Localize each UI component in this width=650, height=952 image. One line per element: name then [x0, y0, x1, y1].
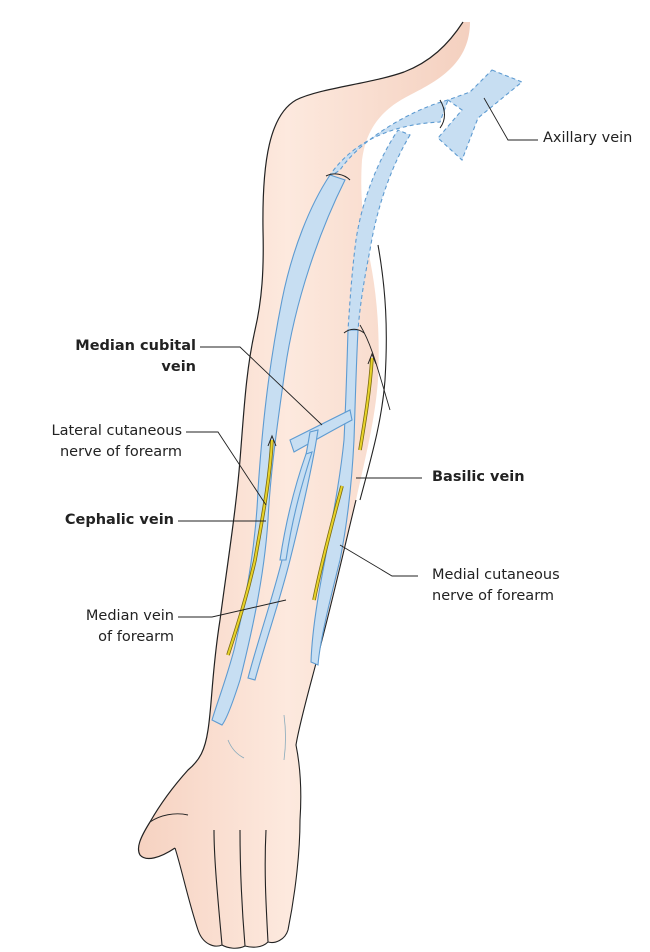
label-line: nerve of forearm: [2, 442, 182, 463]
label-axillary-vein: Axillary vein: [543, 128, 632, 149]
axillary-vein: [438, 70, 522, 160]
label-cephalic-vein: Cephalic vein: [2, 510, 174, 531]
label-line: Median vein: [2, 606, 174, 627]
label-median-vein-forearm: Median vein of forearm: [2, 606, 174, 648]
label-medial-cutaneous-nerve: Medial cutaneous nerve of forearm: [432, 565, 560, 607]
label-line: Lateral cutaneous: [2, 421, 182, 442]
label-basilic-vein: Basilic vein: [432, 467, 525, 488]
label-lateral-cutaneous-nerve: Lateral cutaneous nerve of forearm: [2, 421, 182, 463]
label-line: vein: [10, 357, 196, 378]
label-line: Median cubital: [10, 336, 196, 357]
leader-medial-cutaneous: [340, 545, 418, 576]
label-median-cubital-vein: Median cubital vein: [10, 336, 196, 378]
label-line: Medial cutaneous: [432, 565, 560, 586]
label-line: of forearm: [2, 627, 174, 648]
label-line: nerve of forearm: [432, 586, 560, 607]
